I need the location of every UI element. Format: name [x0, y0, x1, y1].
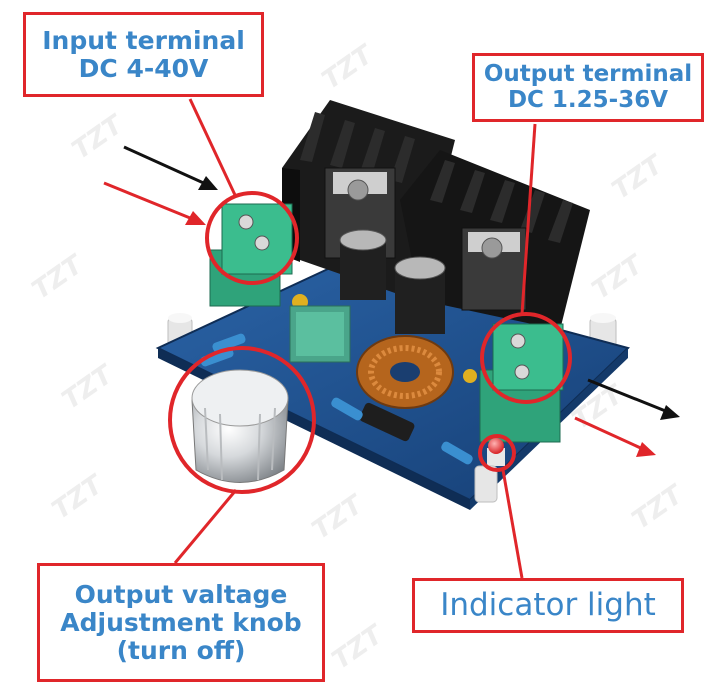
- input-callout-line1: Input terminal: [42, 25, 245, 55]
- led-highlight: [478, 434, 516, 472]
- ceramic-capacitor: [463, 369, 477, 383]
- adjustment-knob: [191, 369, 289, 483]
- light-callout-line1: Indicator light: [440, 587, 656, 624]
- arrow-input-black: [123, 145, 218, 190]
- input-terminal: [209, 203, 293, 307]
- output-terminal-callout: Output terminal DC 1.25-36V: [472, 53, 704, 122]
- output-terminal: [479, 323, 564, 443]
- inductor-coil: [356, 335, 454, 409]
- capacitor-2: [394, 256, 446, 334]
- potentiometer-body: [289, 305, 351, 363]
- svg-text:TZT: TZT: [67, 109, 131, 166]
- regulator-chip-2: [461, 227, 527, 311]
- resistors: [200, 333, 473, 465]
- diode: [359, 402, 415, 442]
- indicator-led: [487, 438, 505, 466]
- output-callout-line2: DC 1.25-36V: [507, 86, 669, 113]
- knob-callout-line2: Adjustment knob: [60, 607, 302, 637]
- highlight-circles: [168, 191, 572, 494]
- svg-text:TZT: TZT: [607, 149, 671, 206]
- knob-callout: Output valtage Adjustment knob (turn off…: [37, 563, 325, 682]
- arrow-input-red: [103, 181, 206, 225]
- svg-text:TZT: TZT: [317, 39, 381, 96]
- knob-highlight: [168, 346, 316, 494]
- input-callout-line2: DC 4-40V: [78, 53, 209, 83]
- capacitor-1: [339, 229, 387, 300]
- arrow-output-black: [587, 378, 680, 420]
- knob-callout-line1: Output valtage: [74, 579, 288, 609]
- svg-text:TZT: TZT: [57, 359, 121, 416]
- indicator-light-callout: Indicator light: [412, 578, 684, 633]
- svg-text:TZT: TZT: [307, 489, 371, 546]
- input-terminal-callout: Input terminal DC 4-40V: [23, 12, 264, 97]
- svg-text:TZT: TZT: [627, 479, 691, 536]
- svg-text:TZT: TZT: [327, 619, 391, 676]
- svg-text:TZT: TZT: [47, 469, 111, 526]
- output-callout-line1: Output terminal: [483, 60, 693, 87]
- output-terminal-highlight: [480, 312, 572, 404]
- svg-text:TZT: TZT: [587, 249, 651, 306]
- knob-callout-line3: (turn off): [116, 635, 246, 665]
- leader-lines: [173, 98, 537, 579]
- input-terminal-highlight: [205, 191, 299, 285]
- arrow-output-red: [574, 416, 656, 457]
- svg-text:TZT: TZT: [27, 249, 91, 306]
